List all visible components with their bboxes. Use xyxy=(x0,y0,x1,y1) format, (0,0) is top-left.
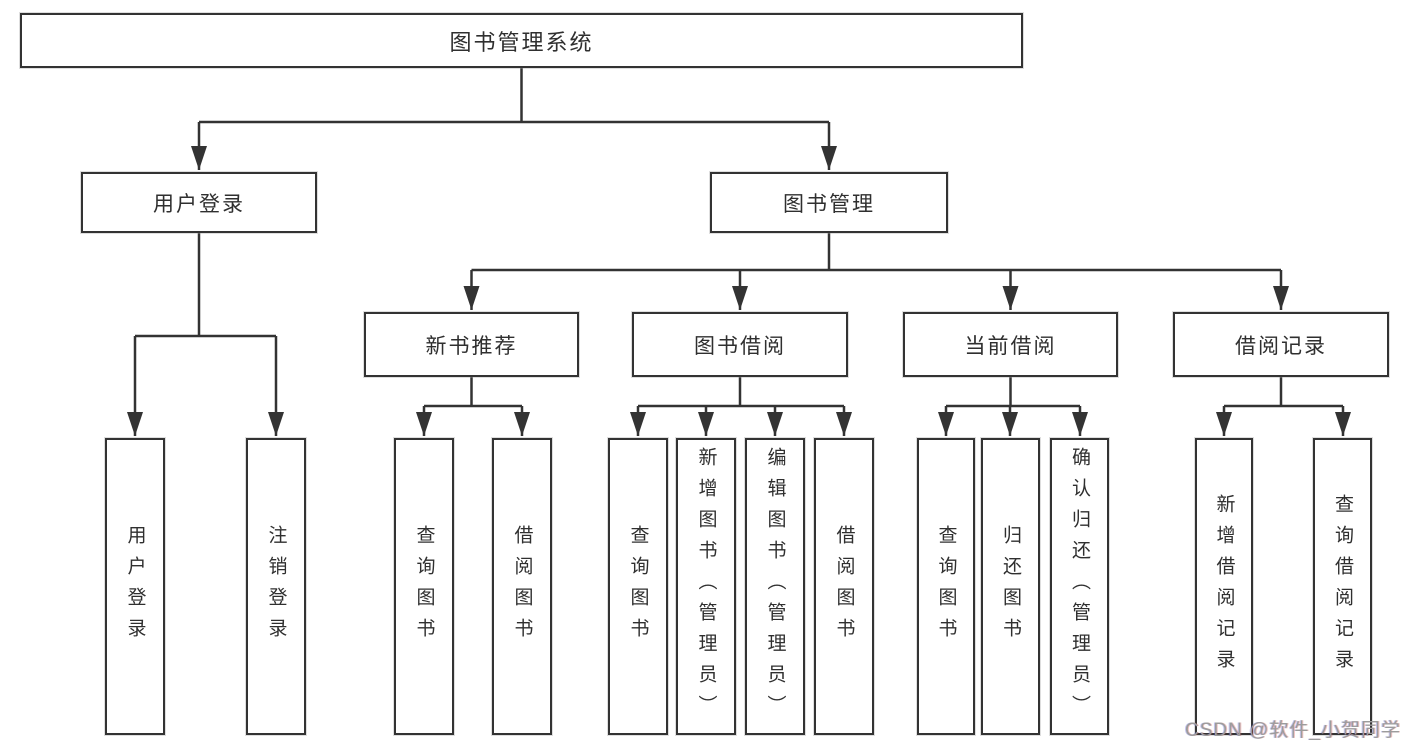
leaf-borrowing-add-books-admin: 新增图书（管理员） xyxy=(676,438,736,735)
leaf-borrowing-query-books: 查询图书 xyxy=(608,438,668,735)
leaf-records-add-borrow-record: 新增借阅记录 xyxy=(1195,438,1253,735)
leaf-current-return-books: 归还图书 xyxy=(981,438,1040,735)
leaf-recommend-query-books: 查询图书 xyxy=(394,438,454,735)
node-borrowing-records: 借阅记录 xyxy=(1173,312,1389,377)
leaf-borrowing-edit-books-admin: 编辑图书（管理员） xyxy=(745,438,805,735)
leaf-logout: 注销登录 xyxy=(246,438,306,735)
leaf-recommend-borrow-books: 借阅图书 xyxy=(492,438,552,735)
leaf-current-query-books: 查询图书 xyxy=(917,438,975,735)
node-user-login: 用户登录 xyxy=(81,172,317,233)
watermark: CSDN @软件_小贺同学 xyxy=(1185,720,1401,741)
leaf-records-query-borrow-record: 查询借阅记录 xyxy=(1313,438,1372,735)
node-book-borrowing: 图书借阅 xyxy=(632,312,848,377)
leaf-user-login: 用户登录 xyxy=(105,438,165,735)
node-new-book-recommendation: 新书推荐 xyxy=(364,312,579,377)
leaf-current-confirm-return-admin: 确认归还（管理员） xyxy=(1050,438,1109,735)
node-book-management: 图书管理 xyxy=(710,172,948,233)
leaf-borrowing-borrow-books: 借阅图书 xyxy=(814,438,874,735)
node-library-management-system: 图书管理系统 xyxy=(20,13,1023,68)
node-current-borrowing: 当前借阅 xyxy=(903,312,1118,377)
